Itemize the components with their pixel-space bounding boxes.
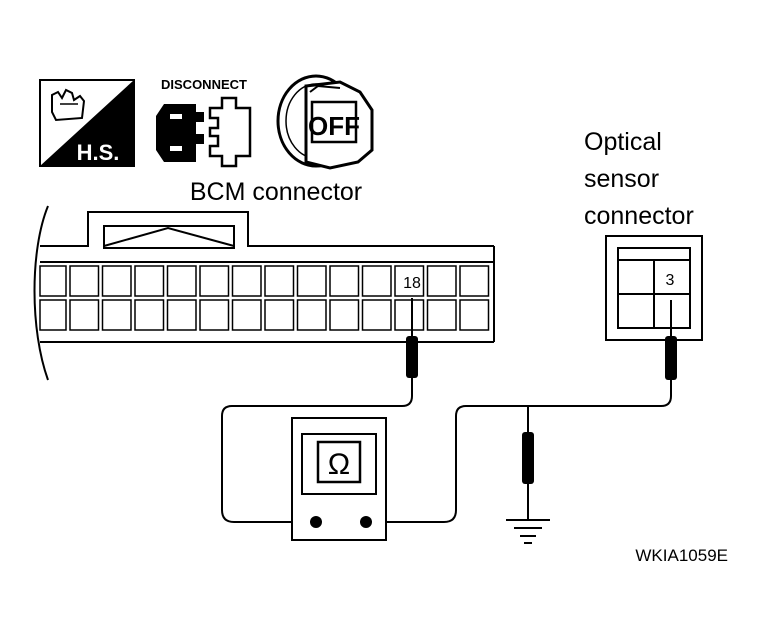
bcm-cavity bbox=[199, 265, 230, 297]
bcm-cavity bbox=[296, 299, 327, 331]
bcm-cavity bbox=[134, 265, 165, 297]
bcm-cavity bbox=[394, 265, 425, 297]
bcm-cavity bbox=[134, 299, 165, 331]
bcm-cavity bbox=[39, 265, 67, 297]
bcm-cavity bbox=[101, 265, 132, 297]
ground-icon bbox=[506, 519, 550, 544]
ohm-symbol: Ω bbox=[328, 448, 350, 481]
bcm-cavity bbox=[361, 265, 392, 297]
bcm-cavity bbox=[101, 299, 132, 331]
bcm-cavity bbox=[231, 265, 262, 297]
bcm-cavity bbox=[296, 265, 327, 297]
bcm-cavity bbox=[264, 299, 295, 331]
bcm-cavity bbox=[69, 265, 100, 297]
disconnect-icon: DISCONNECT bbox=[156, 77, 252, 168]
bcm-cavity-grid bbox=[39, 265, 490, 331]
bcm-cavity bbox=[361, 299, 392, 331]
bcm-cavity bbox=[426, 299, 457, 331]
ground-probe bbox=[522, 406, 534, 520]
bcm-cavity bbox=[166, 265, 197, 297]
optical-terminal-label: 3 bbox=[666, 272, 675, 289]
bcm-cavity bbox=[39, 299, 67, 331]
optical-sensor-title-line2: sensor bbox=[584, 165, 659, 193]
off-label: OFF bbox=[308, 111, 360, 141]
optical-sensor-title-line3: connector bbox=[584, 202, 694, 230]
meter-terminal-positive bbox=[360, 516, 372, 528]
optical-sensor-connector: 3 bbox=[605, 235, 703, 341]
bcm-cavity bbox=[394, 299, 425, 331]
bcm-cavity bbox=[329, 299, 360, 331]
bcm-probe bbox=[406, 298, 418, 396]
figure-id: WKIA1059E bbox=[635, 546, 728, 565]
ignition-off-icon: OFF bbox=[276, 74, 374, 170]
hand-symbol-icon: H.S. bbox=[39, 79, 135, 167]
bcm-cavity bbox=[329, 265, 360, 297]
bcm-cavity bbox=[459, 299, 490, 331]
optical-probe bbox=[665, 300, 677, 396]
bcm-cavity bbox=[69, 299, 100, 331]
bcm-terminal-label: 18 bbox=[403, 275, 421, 292]
bcm-connector: 18 bbox=[33, 205, 495, 381]
bcm-cavity bbox=[426, 265, 457, 297]
meter-terminal-negative bbox=[310, 516, 322, 528]
bcm-cavity bbox=[231, 299, 262, 331]
bcm-cavity bbox=[199, 299, 230, 331]
wire-optical-to-meter bbox=[366, 395, 672, 523]
disconnect-label: DISCONNECT bbox=[161, 77, 247, 92]
hs-label: H.S. bbox=[77, 140, 120, 165]
ohmmeter: Ω bbox=[291, 417, 387, 541]
bcm-connector-title: BCM connector bbox=[190, 178, 362, 206]
optical-sensor-title-line1: Optical bbox=[584, 128, 662, 156]
wire-bcm-to-meter bbox=[221, 395, 413, 523]
bcm-cavity bbox=[166, 299, 197, 331]
bcm-cavity bbox=[264, 265, 295, 297]
bcm-cavity bbox=[459, 265, 490, 297]
